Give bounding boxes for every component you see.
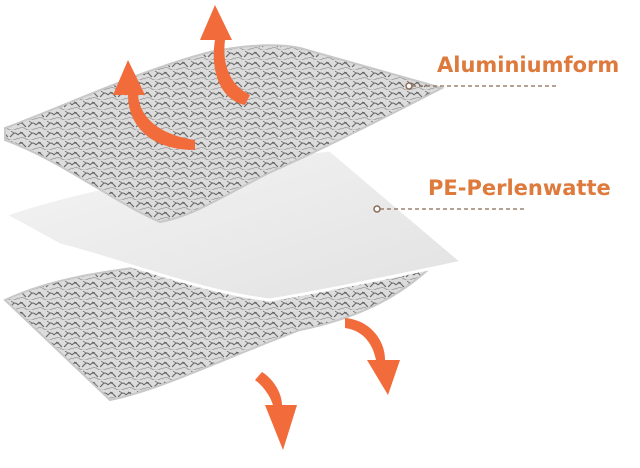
pe-leader	[373, 205, 525, 213]
arrow-down-curved-icon	[255, 318, 400, 450]
arrow-up-curved-icon	[113, 5, 250, 150]
top-foil-layer	[4, 44, 445, 224]
label-pe-perlenwatte: PE-Perlenwatte	[428, 176, 611, 200]
label-aluminiumform: Aluminiumform	[437, 53, 620, 77]
aluminium-leader	[405, 82, 556, 90]
